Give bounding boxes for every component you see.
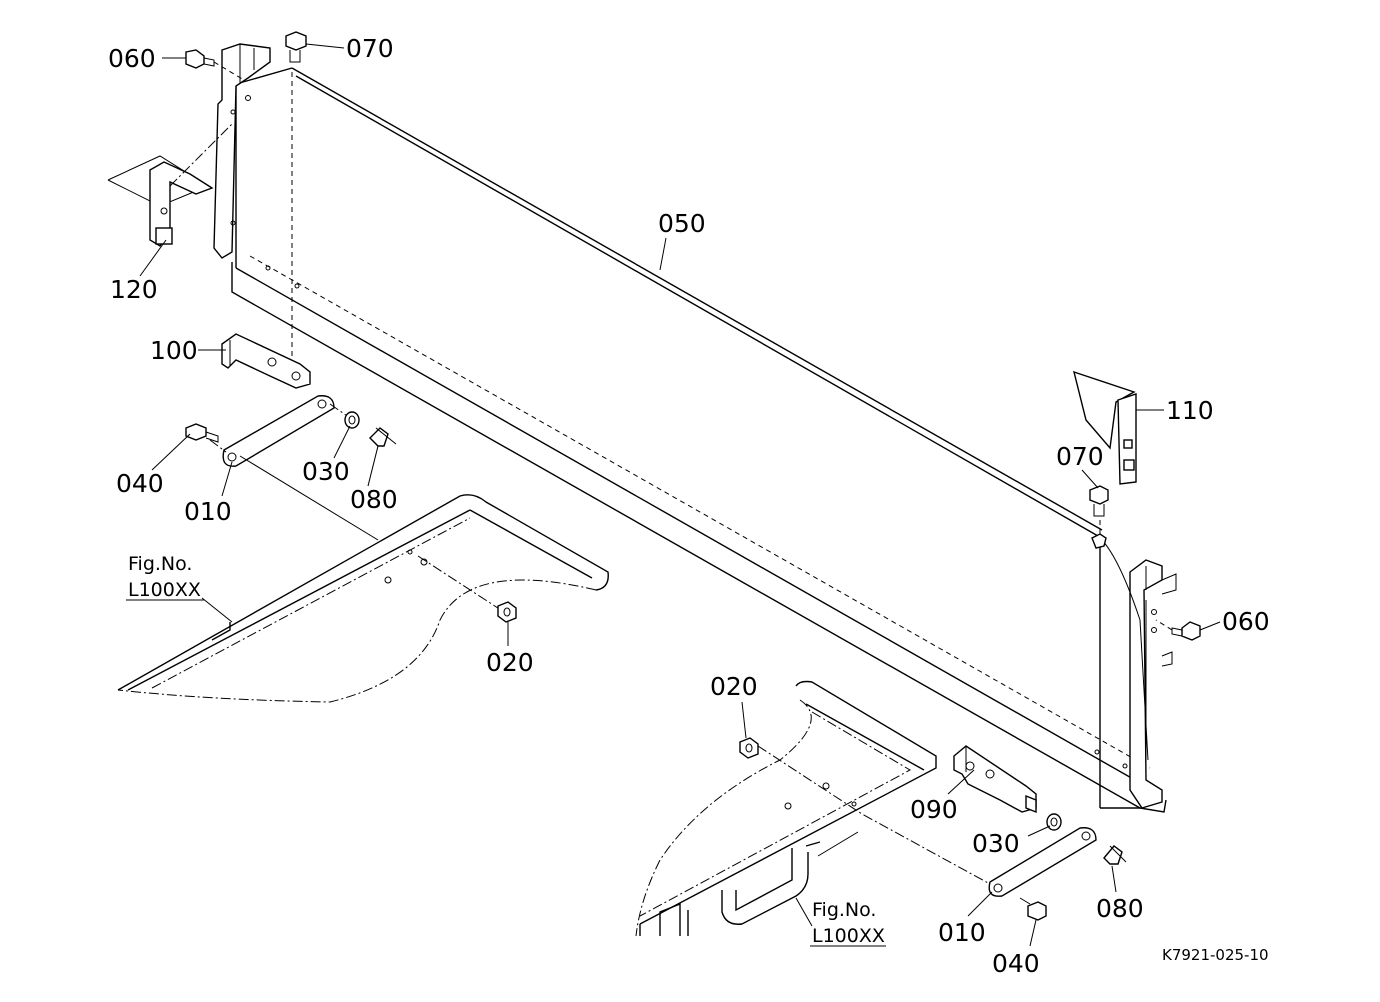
bolt-040-left bbox=[185, 423, 219, 443]
fig-ref-left: Fig.No. L100XX bbox=[126, 553, 204, 601]
label-120: 120 bbox=[110, 275, 158, 304]
nut-020-left bbox=[497, 601, 517, 623]
fig-ref-left-line2: L100XX bbox=[128, 579, 201, 601]
label-070-top: 070 bbox=[346, 34, 394, 63]
bolt-060-right bbox=[1155, 619, 1201, 641]
fig-ref-right-line1: Fig.No. bbox=[812, 899, 876, 921]
clip-080-left bbox=[369, 427, 397, 447]
label-010-left: 010 bbox=[184, 497, 232, 526]
washer-030-right bbox=[1046, 813, 1062, 831]
part-labels: 060 070 050 120 100 040 010 030 080 020 … bbox=[108, 34, 1270, 978]
panel-050 bbox=[231, 67, 1167, 813]
bolt-040-right bbox=[1019, 897, 1047, 921]
washer-030-left bbox=[344, 411, 360, 429]
label-080-right: 080 bbox=[1096, 894, 1144, 923]
bolt-070-top bbox=[285, 31, 307, 63]
bolt-060-top-left bbox=[185, 49, 245, 81]
nut-020-right bbox=[739, 737, 759, 759]
label-070-right: 070 bbox=[1056, 442, 1104, 471]
right-frame-section bbox=[635, 680, 991, 937]
label-050: 050 bbox=[658, 209, 706, 238]
right-side-bracket bbox=[1101, 539, 1177, 809]
label-090: 090 bbox=[910, 795, 958, 824]
label-030-right: 030 bbox=[972, 829, 1020, 858]
label-020-left: 020 bbox=[486, 648, 534, 677]
bolt-070-right bbox=[1089, 485, 1109, 549]
part-110-detail bbox=[1073, 370, 1164, 485]
label-080-left: 080 bbox=[350, 485, 398, 514]
link-plate-010-right bbox=[988, 827, 1097, 897]
label-110: 110 bbox=[1166, 396, 1214, 425]
link-plate-010-left bbox=[209, 395, 351, 467]
drawing-code: K7921-025-10 bbox=[1162, 946, 1269, 964]
label-020-right: 020 bbox=[710, 672, 758, 701]
hinge-bracket-090 bbox=[953, 745, 1037, 814]
hinge-bracket-100 bbox=[221, 333, 311, 389]
label-040-right: 040 bbox=[992, 949, 1040, 978]
part-120-detail bbox=[107, 123, 233, 247]
fig-ref-right: Fig.No. L100XX bbox=[810, 899, 886, 947]
label-100: 100 bbox=[150, 336, 198, 365]
fig-ref-left-line1: Fig.No. bbox=[128, 553, 192, 575]
leader-lines bbox=[139, 43, 1221, 947]
left-frame-section bbox=[117, 455, 609, 703]
label-060-top: 060 bbox=[108, 44, 156, 73]
label-040-left: 040 bbox=[116, 469, 164, 498]
label-060-right: 060 bbox=[1222, 607, 1270, 636]
clip-080-right bbox=[1103, 845, 1127, 865]
label-010-right: 010 bbox=[938, 918, 986, 947]
label-030-left: 030 bbox=[302, 457, 350, 486]
fig-ref-right-line2: L100XX bbox=[812, 925, 885, 947]
